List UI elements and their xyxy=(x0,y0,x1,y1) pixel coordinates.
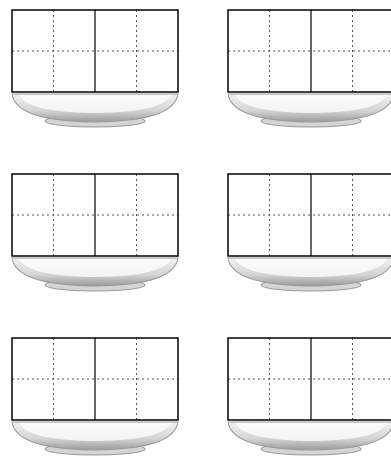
bowl-icon xyxy=(228,94,391,127)
ten-frame-bowl-card xyxy=(227,9,391,133)
ten-frame-bowl-card xyxy=(11,337,179,461)
ten-frame-bowl-card xyxy=(227,173,391,297)
card-graphic xyxy=(11,9,179,133)
bowl-icon xyxy=(12,94,178,127)
ten-frame-grid xyxy=(12,338,178,420)
card-graphic xyxy=(227,173,391,297)
bowl-icon xyxy=(228,258,391,291)
ten-frame-grid xyxy=(12,174,178,256)
card-graphic xyxy=(227,9,391,133)
card-graphic xyxy=(11,173,179,297)
bowl-icon xyxy=(12,258,178,291)
ten-frame-grid xyxy=(228,174,391,256)
bowl-icon xyxy=(12,422,178,455)
card-graphic xyxy=(11,337,179,461)
ten-frame-bowl-card xyxy=(227,337,391,461)
ten-frame-bowl-card xyxy=(11,173,179,297)
ten-frame-bowl-card xyxy=(11,9,179,133)
ten-frame-grid xyxy=(228,10,391,92)
bowl-icon xyxy=(228,422,391,455)
ten-frame-grid xyxy=(12,10,178,92)
ten-frame-grid xyxy=(228,338,391,420)
card-graphic xyxy=(227,337,391,461)
